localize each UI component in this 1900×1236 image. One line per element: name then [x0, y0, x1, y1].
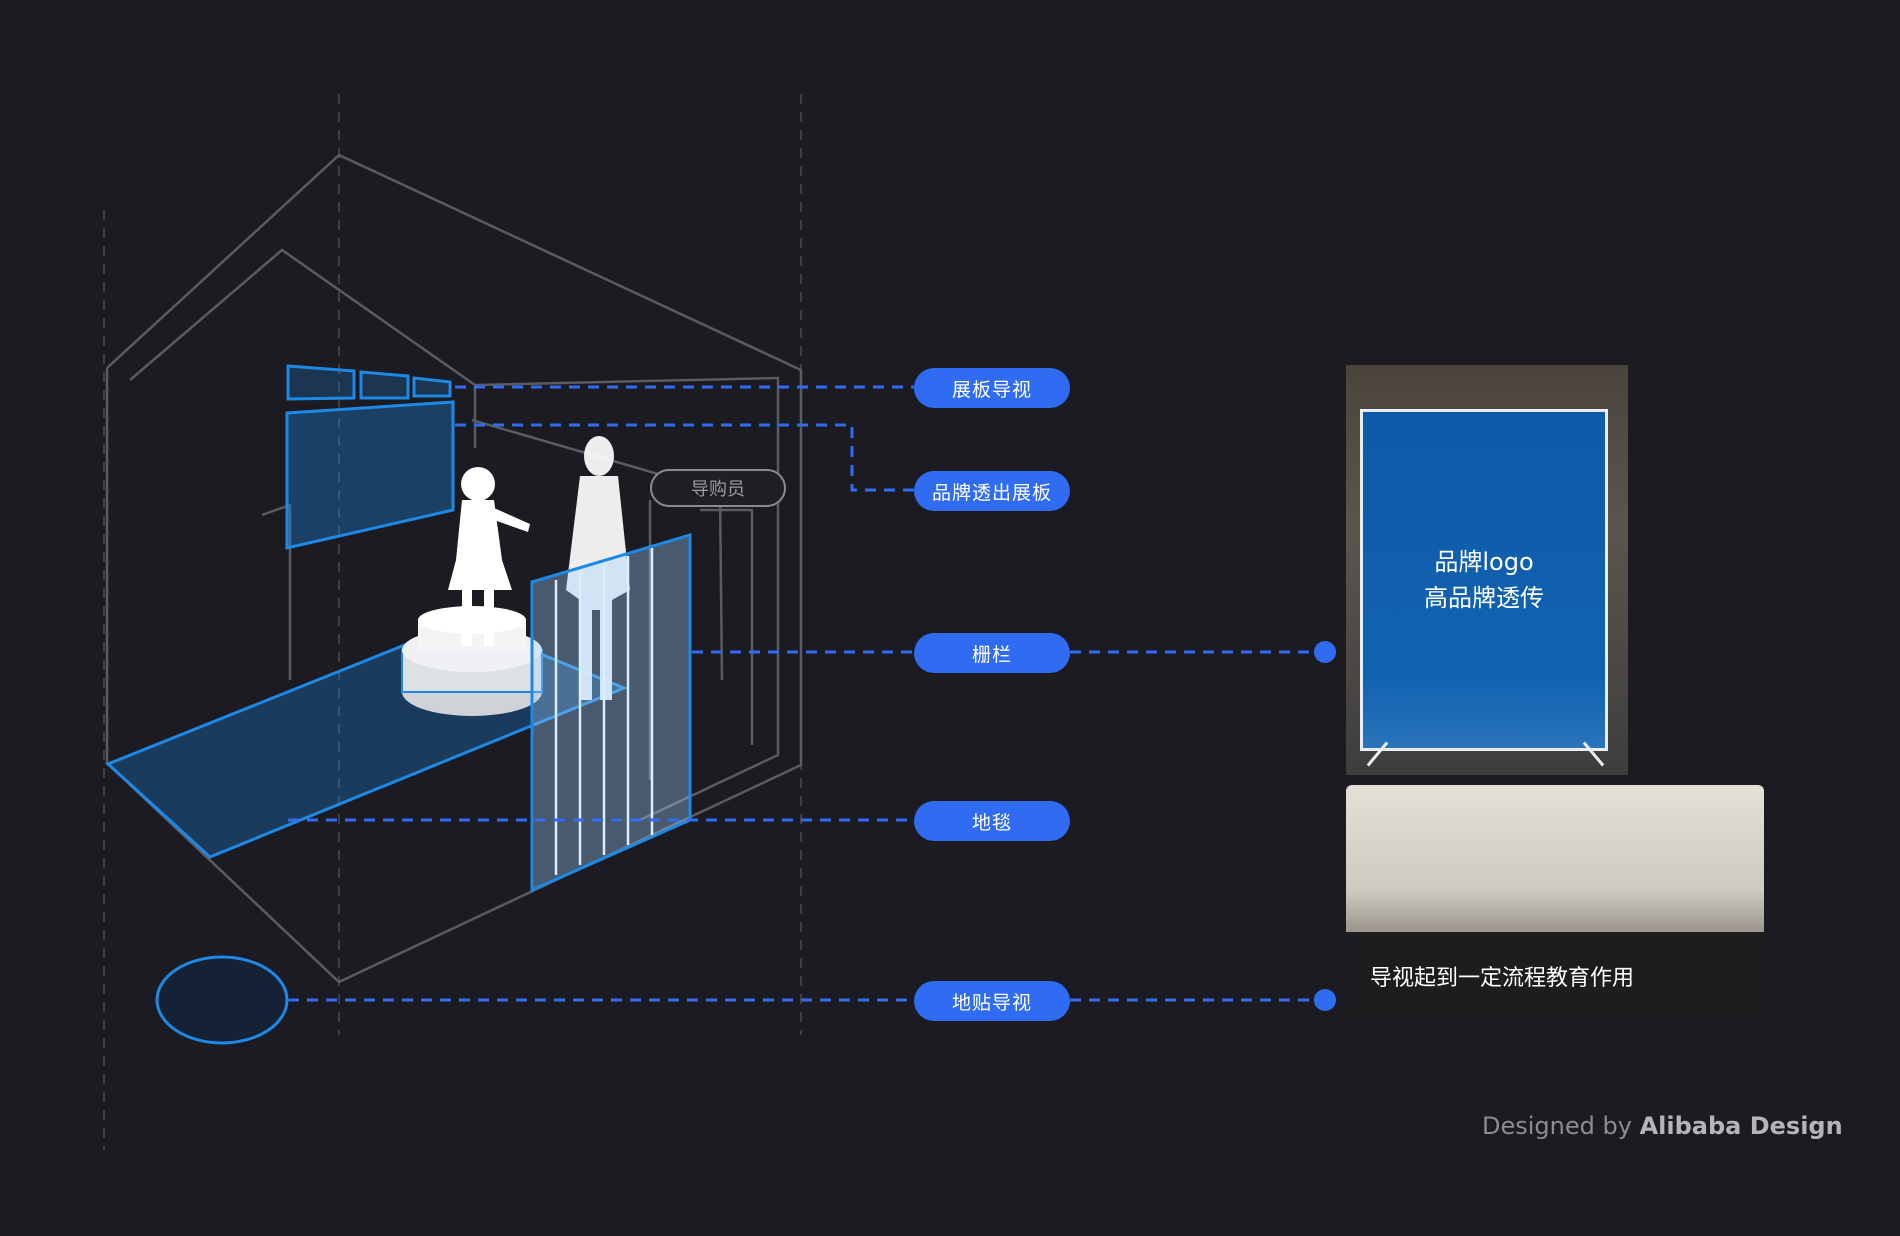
fence-shape [532, 535, 690, 890]
connector-dot [1314, 989, 1336, 1011]
label-panel-guide: 展板导视 [914, 368, 1070, 408]
photo-top-line1: 品牌logo [1434, 544, 1533, 580]
label-brand-panel: 品牌透出展板 [914, 471, 1070, 511]
photo-caption: 导视起到一定流程教育作用 [1346, 932, 1764, 1020]
panel-guide-shape [288, 366, 450, 399]
label-floor-sticker: 地贴导视 [914, 981, 1070, 1021]
design-credit: Designed by Alibaba Design [1482, 1112, 1843, 1140]
brand-logo-panel: 品牌logo 高品牌透传 [1360, 409, 1608, 751]
label-shopping-guide: 导购员 [650, 469, 786, 507]
floor-guide-photo: 导视起到一定流程教育作用 [1346, 785, 1764, 1020]
brand-logo-photo: 品牌logo 高品牌透传 [1346, 365, 1628, 775]
credit-brand: Alibaba Design [1640, 1112, 1843, 1140]
connector-dot [1314, 641, 1336, 663]
credit-prefix: Designed by [1482, 1112, 1632, 1140]
label-fence: 栅栏 [914, 633, 1070, 673]
label-carpet: 地毯 [914, 801, 1070, 841]
brand-panel-shape [287, 402, 453, 548]
photo-top-line2: 高品牌透传 [1424, 580, 1544, 616]
floor-sticker-shape [157, 957, 287, 1043]
